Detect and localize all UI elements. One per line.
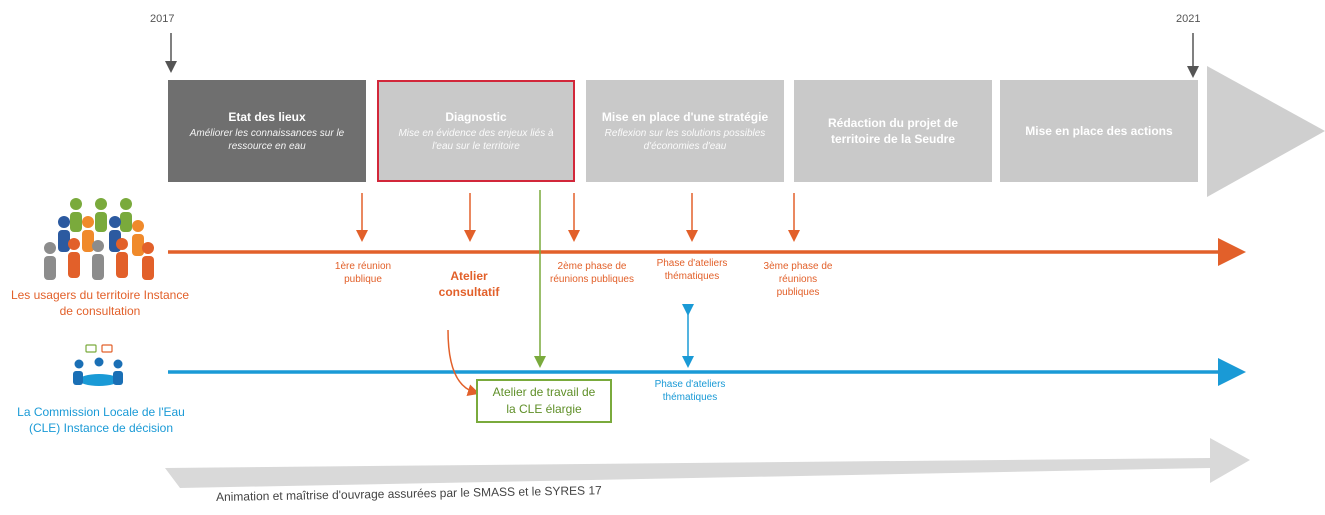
usagers-people-icon <box>44 198 154 280</box>
phase-title: Diagnostic <box>445 110 507 124</box>
phase-subtitle: Améliorer les connaissances sur le resso… <box>189 128 345 152</box>
cle-meeting-icon <box>73 344 123 386</box>
event-reunion-2: 2ème phase de réunions publiques <box>550 261 634 285</box>
event-cle-ateliers-thematiques: Phase d'ateliers thématiques <box>654 379 726 403</box>
start-year-label: 2017 <box>150 13 175 25</box>
event-reunion-3: 3ème phase de réunions publiques <box>763 261 833 298</box>
usagers-label: Les usagers du territoire Instance de co… <box>10 288 190 318</box>
phase-title: Mise en place des actions <box>1025 124 1173 138</box>
phase-strategie: Mise en place d'une stratégie Reflexion … <box>586 80 784 182</box>
phase-diagnostic: Diagnostic Mise en évidence des enjeux l… <box>377 80 575 182</box>
end-year-label: 2021 <box>1176 13 1201 25</box>
event-ateliers-thematiques: Phase d'ateliers thématiques <box>656 258 728 282</box>
phase-redaction: Rédaction du projet de territoire de la … <box>794 80 992 182</box>
event-atelier-consultatif: Atelier consultatif <box>438 269 500 299</box>
phase-actions: Mise en place des actions <box>1000 80 1198 182</box>
event-reunion-1: 1ère réunion publique <box>334 261 392 285</box>
phase-title: Mise en place d'une stratégie <box>601 110 769 124</box>
consultatif-link-arrow <box>447 329 480 396</box>
phase-subtitle: Reflexion sur les solutions possibles d'… <box>604 128 766 152</box>
event-atelier-cle: Atelier de travail de la CLE élargie <box>476 379 612 423</box>
phase-title: Rédaction du projet de territoire de la … <box>827 116 958 146</box>
phase-etat-des-lieux: Etat des lieux Améliorer les connaissanc… <box>168 80 366 182</box>
phase-title: Etat des lieux <box>228 110 306 124</box>
footer-arrow <box>165 438 1250 488</box>
cle-label: La Commission Locale de l'Eau (CLE) Inst… <box>17 405 185 435</box>
timeline-arrow-head <box>1207 66 1325 197</box>
phase-subtitle: Mise en évidence des enjeux liés à l'eau… <box>398 128 554 152</box>
